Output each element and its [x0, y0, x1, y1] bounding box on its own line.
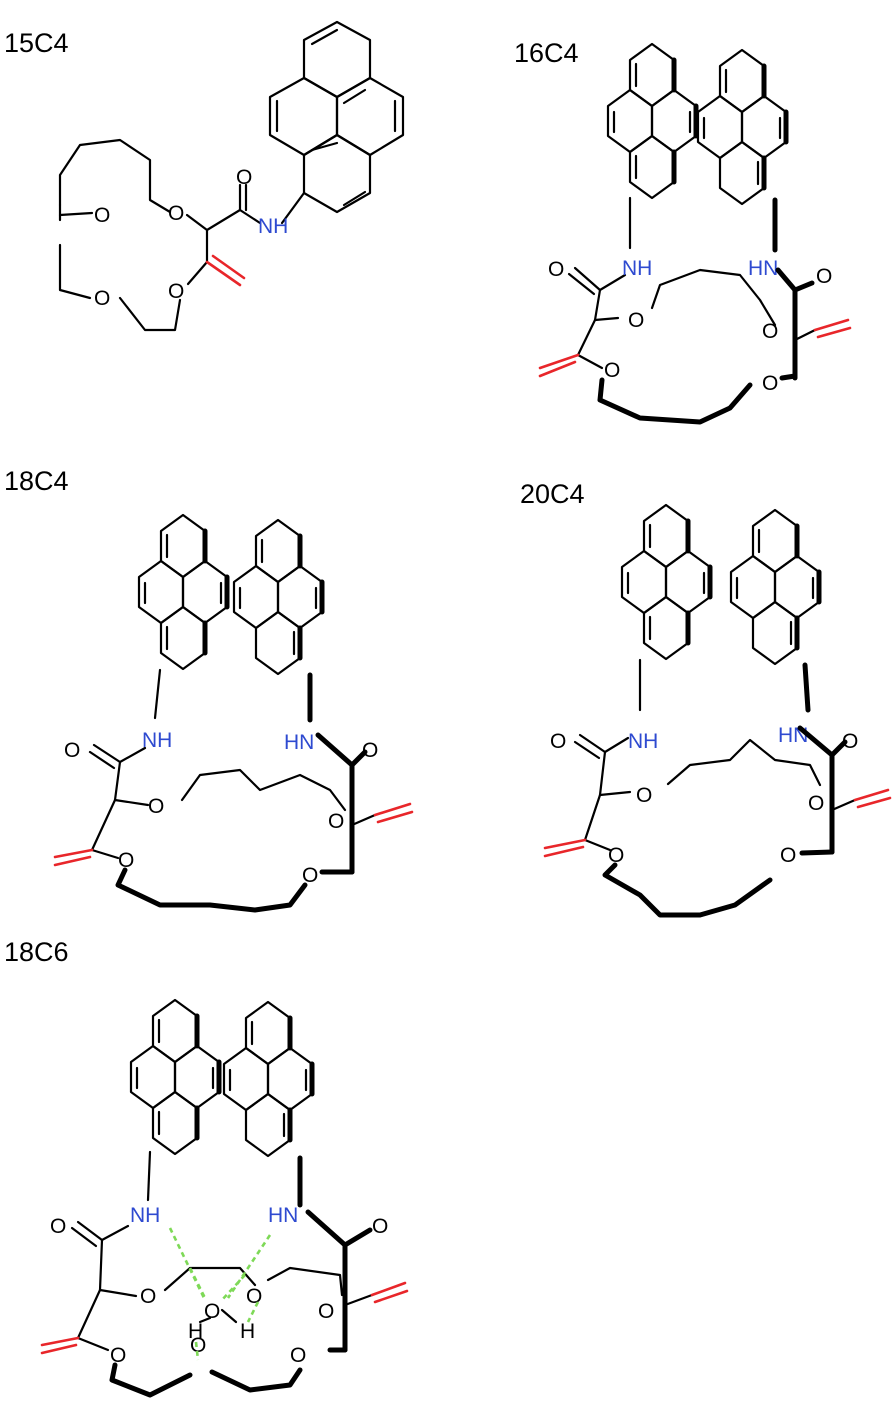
atom-hn-20c4: HN — [778, 724, 808, 747]
atom-o-18c6-a: O — [140, 1285, 156, 1308]
panel-label-15c4: 15C4 — [4, 28, 69, 58]
atom-o-15c4-b: O — [94, 204, 110, 227]
atom-o-18c6-b: O — [246, 1285, 262, 1308]
atom-nh-15c4: NH — [258, 215, 288, 238]
atom-o-15c4-a: O — [168, 202, 184, 225]
panel-label-18c4: 18C4 — [4, 466, 69, 496]
atom-o-15c4-d: O — [168, 280, 184, 303]
crown-ring-15c4 — [58, 138, 182, 332]
atom-o-18c6-f: O — [290, 1344, 306, 1367]
atom-o-18c6-e: O — [190, 1334, 206, 1357]
panel-label-20c4: 20C4 — [520, 479, 585, 509]
pyrene-20c4-right — [731, 510, 819, 664]
atom-o-18c4-b: O — [328, 810, 344, 833]
atom-nh-18c6: NH — [130, 1204, 160, 1227]
atom-o-18c4-c: O — [118, 849, 134, 872]
atom-o-15c4-carbonyl: O — [236, 166, 252, 189]
atom-nh-16c4: NH — [622, 257, 652, 280]
molecule-18c4: NH HN O O O O O O — [53, 515, 414, 913]
atom-o-20c4-carbonyl-left: O — [550, 730, 566, 753]
pyrene-18c4-left — [139, 515, 227, 669]
atom-o-18c6-d: O — [110, 1344, 126, 1367]
atom-o-20c4-b: O — [808, 792, 824, 815]
pyrene-16c4-left — [608, 44, 696, 198]
atom-hn-18c4: HN — [284, 731, 314, 754]
amide-linker-15c4 — [185, 183, 306, 286]
hydrogen-bonds-18c6 — [168, 1227, 272, 1361]
molecule-16c4: NH HN O O O O O O — [538, 44, 852, 425]
atom-o-18c6-water: O — [204, 1300, 220, 1323]
panel-label-18c6: 18C6 — [4, 937, 69, 967]
atom-o-20c4-d: O — [780, 844, 796, 867]
atom-o-18c4-d: O — [302, 864, 318, 887]
atom-o-20c4-c: O — [608, 844, 624, 867]
atom-o-16c4-carbonyl-right: O — [816, 265, 832, 288]
atom-o-18c4-carbonyl-right: O — [362, 739, 378, 762]
atom-o-16c4-c: O — [604, 359, 620, 382]
atom-hn-16c4: HN — [748, 257, 778, 280]
panel-label-16c4: 16C4 — [514, 38, 579, 68]
atom-hn-18c6: HN — [268, 1204, 298, 1227]
atom-h-18c6-water-a: H — [188, 1320, 203, 1343]
atom-o-16c4-b: O — [762, 320, 778, 343]
atom-h-18c6-water-b: H — [240, 1320, 255, 1343]
atom-o-18c6-carbonyl-right: O — [372, 1215, 388, 1238]
pyrene-16c4-right — [698, 50, 786, 204]
atom-o-18c6-c: O — [318, 1300, 334, 1323]
atom-o-16c4-carbonyl-left: O — [548, 258, 564, 281]
atom-o-18c4-carbonyl-left: O — [64, 739, 80, 762]
atom-o-15c4-c: O — [94, 287, 110, 310]
molecule-18c6: NH HN O O O O O O O O O H H — [40, 1000, 409, 1398]
atom-nh-20c4: NH — [628, 730, 658, 753]
pyrene-20c4-left — [622, 505, 710, 659]
atom-o-20c4-a: O — [636, 784, 652, 807]
pyrene-15c4 — [268, 20, 405, 214]
molecule-15c4: O NH O O O O — [58, 20, 405, 332]
pyrene-18c4-right — [234, 520, 322, 674]
pyrene-18c6-right — [224, 1002, 312, 1156]
atom-nh-18c4: NH — [142, 729, 172, 752]
pyrene-18c6-left — [131, 1000, 219, 1154]
atom-o-18c6-carbonyl-left: O — [50, 1215, 66, 1238]
atom-o-16c4-d: O — [762, 372, 778, 395]
atom-o-18c4-a: O — [148, 795, 164, 818]
atom-o-16c4-a: O — [628, 309, 644, 332]
atom-o-20c4-carbonyl-right: O — [842, 730, 858, 753]
molecule-20c4: NH HN O O O O O O — [543, 505, 892, 918]
